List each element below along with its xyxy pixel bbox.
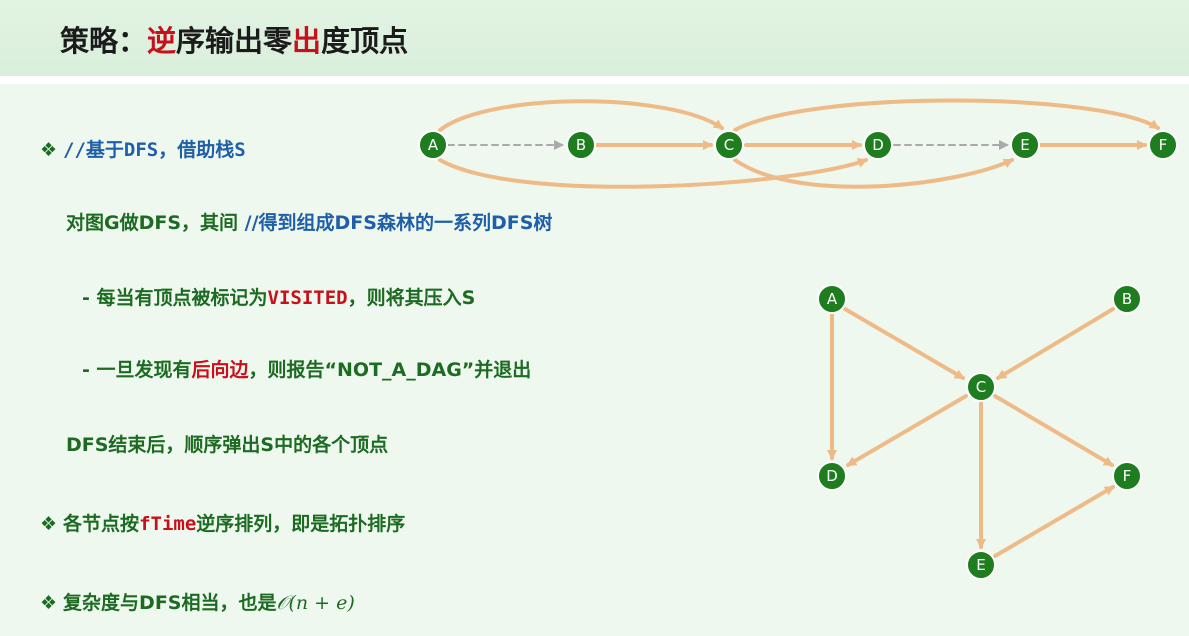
line-text: 逆序排列，即是拓扑排序: [196, 513, 406, 535]
svg-text:F: F: [1123, 467, 1132, 485]
svg-text:A: A: [827, 290, 838, 308]
svg-text:B: B: [576, 136, 586, 154]
right-graph-nodes: A B C D E F: [817, 284, 1142, 580]
right-node-c: C: [966, 372, 996, 402]
title-part: 序输出零: [176, 24, 293, 58]
slide-title: 策略：逆序输出零出度顶点: [60, 18, 408, 60]
line-dfs-forest: 对图G做DFS，其间 //得到组成DFS森林的一系列DFS树: [66, 208, 552, 235]
svg-text:C: C: [976, 378, 986, 396]
line-dfs-stack: ❖//基于DFS，借助栈S: [40, 135, 246, 162]
edge-a-c: [843, 307, 965, 380]
line-text: ，则报告“NOT_A_DAG”并退出: [248, 359, 532, 381]
diamond-bullet-icon: ❖: [40, 592, 58, 614]
line-text: //基于DFS，借助栈S: [63, 139, 246, 161]
title-emphasis: 逆: [147, 24, 177, 58]
keyword-visited: VISITED: [267, 287, 348, 309]
keyword-ftime: fTime: [139, 513, 197, 535]
title-divider: [0, 76, 1189, 84]
svg-text:E: E: [976, 556, 985, 574]
right-graph-edges: [827, 307, 1115, 558]
top-node-c: C: [714, 130, 744, 160]
line-ftime-order: ❖各节点按fTime逆序排列，即是拓扑排序: [40, 509, 405, 536]
top-node-a: A: [418, 130, 448, 160]
top-graph-nodes: A B C D E F: [418, 130, 1178, 160]
line-text: - 一旦发现有: [82, 359, 192, 381]
complexity-formula: 𝒪(n + e): [276, 592, 355, 614]
right-node-e: E: [966, 550, 996, 580]
diamond-bullet-icon: ❖: [40, 139, 58, 161]
right-node-a: A: [817, 284, 847, 314]
svg-text:D: D: [872, 136, 884, 154]
title-emphasis: 出: [292, 24, 322, 58]
line-visited: - 每当有顶点被标记为VISITED，则将其压入S: [82, 283, 475, 310]
svg-text:C: C: [724, 136, 734, 154]
top-node-b: B: [566, 130, 596, 160]
right-node-d: D: [817, 461, 847, 491]
edge-c-e-arc: [733, 158, 1014, 189]
edge-b-c: [996, 307, 1115, 380]
edge-a-c-arc: [438, 99, 724, 132]
line-text: 各节点按: [63, 513, 140, 535]
keyword-back-edge: 后向边: [191, 359, 249, 381]
svg-text:D: D: [826, 467, 838, 485]
edge-c-f: [993, 394, 1114, 467]
title-bar: 策略：逆序输出零出度顶点: [0, 0, 1189, 76]
line-pop-stack: DFS结束后，顺序弹出S中的各个顶点: [66, 430, 388, 457]
title-part: 策略：: [60, 24, 148, 58]
svg-text:E: E: [1020, 136, 1029, 154]
edge-c-f-arc: [733, 98, 1160, 132]
diamond-bullet-icon: ❖: [40, 513, 58, 535]
top-graph-edges: [438, 98, 1160, 189]
edge-c-d: [846, 394, 968, 467]
line-text: 对图G做DFS，其间: [66, 212, 245, 234]
top-node-f: F: [1148, 130, 1178, 160]
title-part: 度顶点: [321, 24, 409, 58]
svg-text:F: F: [1159, 136, 1168, 154]
edge-e-f: [993, 485, 1115, 558]
edge-a-d-arc: [438, 158, 868, 189]
top-node-d: D: [863, 130, 893, 160]
line-text: - 每当有顶点被标记为: [82, 287, 268, 309]
line-back-edge: - 一旦发现有后向边，则报告“NOT_A_DAG”并退出: [82, 355, 531, 382]
line-complexity: ❖复杂度与DFS相当，也是𝒪(n + e): [40, 588, 355, 615]
line-comment: //得到组成DFS森林的一系列DFS树: [244, 212, 553, 234]
line-text: DFS结束后，顺序弹出S中的各个顶点: [66, 434, 389, 456]
top-node-e: E: [1010, 130, 1040, 160]
svg-text:A: A: [428, 136, 439, 154]
svg-text:B: B: [1122, 290, 1132, 308]
right-node-b: B: [1112, 284, 1142, 314]
line-text: ，则将其压入S: [347, 287, 476, 309]
right-node-f: F: [1112, 461, 1142, 491]
line-text: 复杂度与DFS相当，也是: [63, 592, 277, 614]
